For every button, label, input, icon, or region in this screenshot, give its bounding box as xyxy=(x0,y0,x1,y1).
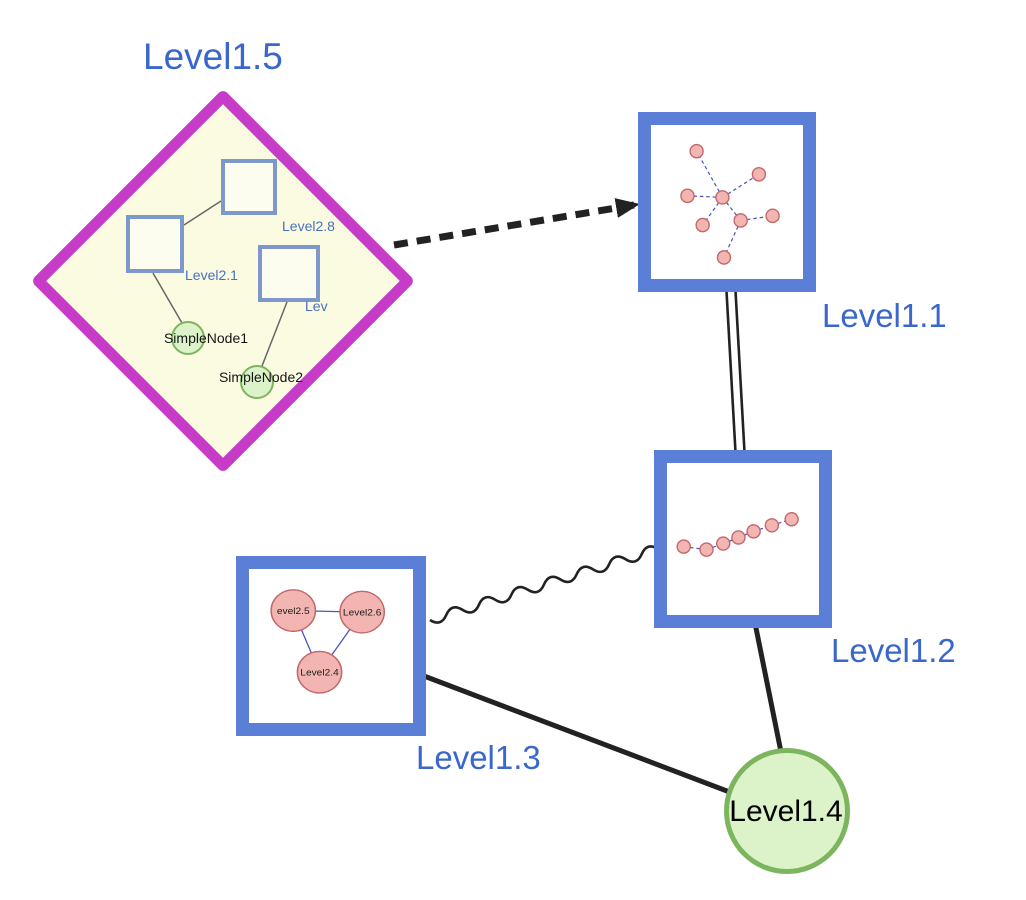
level1-1-subgraph xyxy=(680,143,780,265)
mini-node[interactable] xyxy=(746,524,761,539)
node-level1-2[interactable] xyxy=(654,450,832,628)
mini-node[interactable] xyxy=(689,143,704,159)
mini-node-label: Level2.4 xyxy=(300,668,339,679)
node-level1-1[interactable] xyxy=(638,112,816,292)
mini-node[interactable] xyxy=(715,190,730,205)
edge-level11-level12[interactable] xyxy=(734,290,746,452)
mini-node-label: Level2.6 xyxy=(343,608,382,619)
mini-node[interactable] xyxy=(699,542,714,557)
edge-level13-level12[interactable] xyxy=(429,545,659,624)
mini-node[interactable] xyxy=(784,512,799,527)
edge-level15-level11[interactable] xyxy=(393,198,640,249)
mini-node[interactable] xyxy=(751,166,767,182)
edge-level13-level14[interactable] xyxy=(421,673,751,802)
edge-level28-level21[interactable] xyxy=(183,200,222,226)
edge-level11-level12[interactable] xyxy=(725,291,737,453)
node-level1-4[interactable] xyxy=(724,748,850,874)
label-level1-5: Level1.5 xyxy=(143,36,283,77)
label-simplenode1: SimpleNode1 xyxy=(163,330,249,346)
label-simplenode2: SimpleNode2 xyxy=(218,369,304,385)
label-level2-1: Level2.1 xyxy=(185,267,238,283)
label-level1-4: Level1.4 xyxy=(729,795,843,828)
node-level2-x[interactable] xyxy=(258,245,320,302)
label-level1-1: Level1.1 xyxy=(822,297,947,334)
label-level1-3: Level1.3 xyxy=(416,739,541,776)
label-level2-x: Lev xyxy=(305,298,328,314)
mini-edge[interactable] xyxy=(696,150,723,198)
node-level2-1[interactable] xyxy=(126,215,184,273)
mini-node-label: evel2.5 xyxy=(277,606,310,617)
label-level2-8: Level2.8 xyxy=(282,218,335,234)
mini-node[interactable] xyxy=(296,650,343,694)
mini-node[interactable] xyxy=(733,213,748,228)
level1-2-subgraph xyxy=(676,512,799,557)
mini-node[interactable] xyxy=(716,250,732,265)
node-simplenode1[interactable] xyxy=(171,321,205,355)
mini-node[interactable] xyxy=(339,590,386,634)
mini-node[interactable] xyxy=(716,536,731,551)
mini-node[interactable] xyxy=(695,217,710,233)
mini-node[interactable] xyxy=(680,188,695,204)
edge-level12-level14[interactable] xyxy=(753,625,784,755)
mini-node[interactable] xyxy=(676,539,691,554)
mini-node[interactable] xyxy=(765,208,780,224)
mini-node[interactable] xyxy=(764,518,780,533)
node-simplenode2[interactable] xyxy=(240,365,274,399)
edge-level2x-simplenode2[interactable] xyxy=(261,301,288,367)
mini-edge[interactable] xyxy=(721,196,742,221)
edge-level21-simplenode1[interactable] xyxy=(152,272,183,324)
mini-node[interactable] xyxy=(731,530,746,545)
mini-node[interactable] xyxy=(270,589,317,633)
label-level1-2: Level1.2 xyxy=(831,632,956,669)
node-level2-8[interactable] xyxy=(221,159,277,215)
